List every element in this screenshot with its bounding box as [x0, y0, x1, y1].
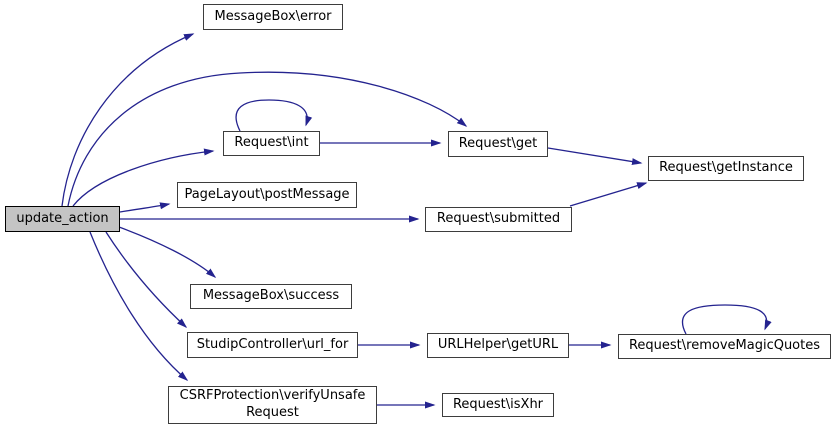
node-request-removemagicquotes[interactable]: Request\removeMagicQuotes: [618, 334, 831, 359]
edge-request_int-self-loop: [235, 99, 313, 132]
node-studipcontroller-url-for-label: StudipController\url_for: [196, 336, 349, 352]
node-request-getinstance-label: Request\getInstance: [659, 160, 793, 176]
edge-update_action-to-csrfprotection_verifyunsaferequest: [89, 231, 189, 381]
edge-update_action-to-request_int: [72, 148, 215, 207]
node-request-get[interactable]: Request\get: [448, 131, 548, 157]
node-pagelayout-postmessage[interactable]: PageLayout\postMessage: [177, 182, 357, 208]
edge-update_action-to-studipcontroller_url_for: [105, 231, 188, 329]
node-urlhelper-geturl[interactable]: URLHelper\getURL: [427, 333, 569, 358]
node-request-int-label: Request\int: [234, 135, 309, 151]
node-request-isxhr[interactable]: Request\isXhr: [442, 393, 554, 417]
edge-request_removemagicquotes-self-loop: [681, 304, 772, 335]
node-pagelayout-postmessage-label: PageLayout\postMessage: [184, 186, 350, 202]
node-messagebox-success[interactable]: MessageBox\success: [190, 284, 352, 309]
edge-update_action-to-request_get: [67, 71, 468, 207]
node-update-action: update_action: [5, 206, 120, 232]
node-request-isxhr-label: Request\isXhr: [452, 396, 544, 412]
node-messagebox-error-label: MessageBox\error: [214, 8, 332, 24]
node-request-submitted-label: Request\submitted: [436, 211, 561, 227]
node-csrfprotection-verifyunsaferequest[interactable]: CSRFProtection\verifyUnsafe Request: [168, 386, 377, 424]
node-messagebox-success-label: MessageBox\success: [202, 288, 340, 304]
node-csrfprotection-verifyunsaferequest-line2: Request: [246, 405, 299, 420]
node-urlhelper-geturl-label: URLHelper\getURL: [437, 337, 559, 353]
edge-update_action-to-messagebox_error: [61, 33, 195, 207]
node-studipcontroller-url-for[interactable]: StudipController\url_for: [187, 332, 358, 358]
node-request-getinstance[interactable]: Request\getInstance: [648, 156, 804, 181]
edge-update_action-to-messagebox_success: [118, 226, 217, 278]
edge-request_submitted-to-request_getinstance: [569, 182, 648, 207]
node-request-removemagicquotes-label: Request\removeMagicQuotes: [628, 338, 821, 354]
node-csrfprotection-verifyunsaferequest-line1: CSRFProtection\verifyUnsafe: [179, 388, 366, 404]
node-messagebox-error[interactable]: MessageBox\error: [203, 4, 343, 30]
node-request-get-label: Request\get: [458, 135, 538, 151]
node-update-action-label: update_action: [16, 210, 109, 226]
node-request-int[interactable]: Request\int: [223, 131, 320, 156]
edge-request_get-to-request_getinstance: [547, 147, 643, 166]
edge-update_action-to-pagelayout_postmessage: [119, 202, 171, 213]
node-request-submitted[interactable]: Request\submitted: [425, 207, 572, 232]
